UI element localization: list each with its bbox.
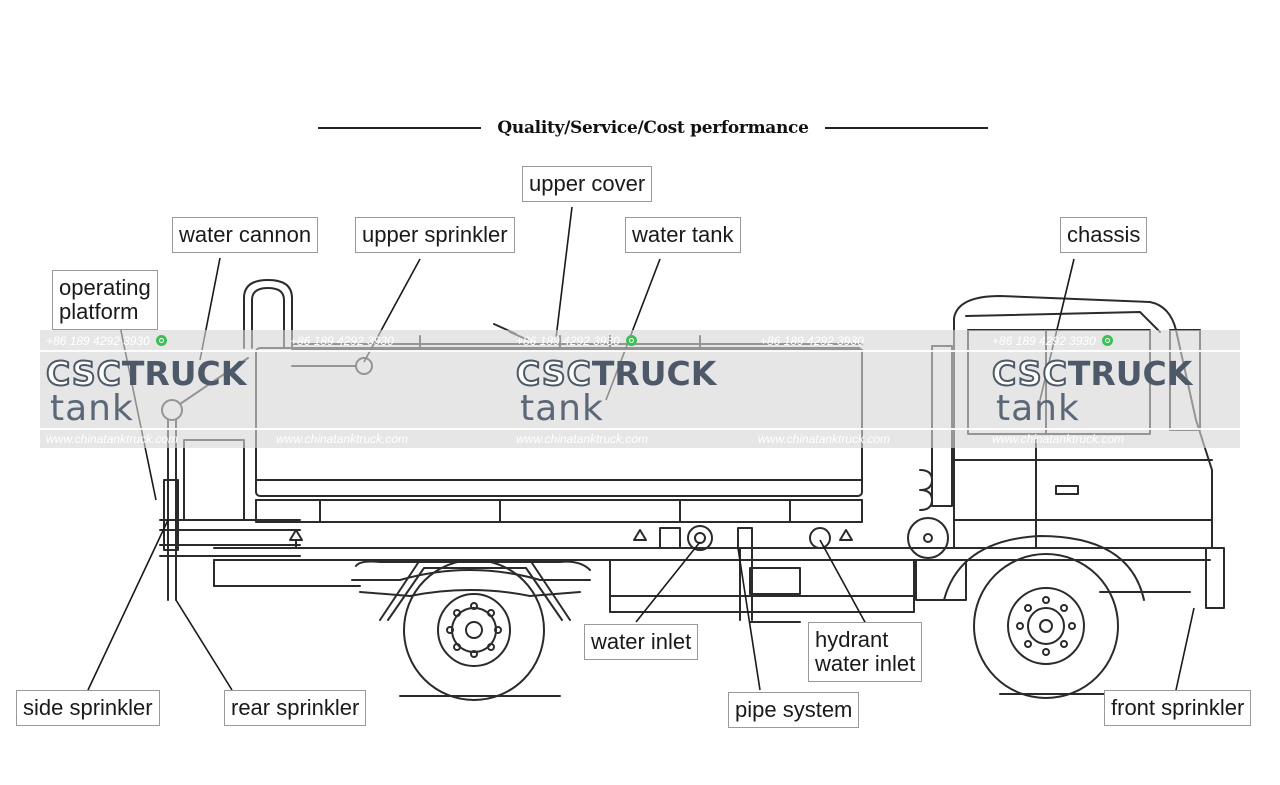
label-front-sprinkler: front sprinkler (1104, 690, 1252, 726)
header-rule-right (824, 127, 988, 129)
header: Quality/Service/Cost performance (318, 112, 988, 144)
watermark-url: www.chinatanktruck.com (758, 432, 891, 446)
watermark-tank: tank (996, 388, 1080, 429)
label-hydrant-water-inlet: hydrant water inlet (808, 622, 923, 682)
watermark-phone: +86 189 4292 3930 (992, 334, 1113, 348)
label-water-cannon: water cannon (172, 217, 319, 253)
label-hydrant-water-inlet-line1: hydrant (815, 627, 889, 652)
pump-and-pipe-drawing (289, 525, 853, 623)
whatsapp-icon (1101, 335, 1113, 346)
watermark-brand: CSCTRUCK (515, 353, 717, 394)
rear-wheel-drawing (403, 559, 545, 701)
watermark-url: www.chinatanktruck.com (276, 432, 409, 446)
label-pipe-system: pipe system (728, 692, 860, 728)
label-operating-platform: operating platform (52, 270, 158, 330)
label-water-tank: water tank (625, 217, 741, 253)
watermark-block-2: +86 189 4292 3930 CSCTRUCK tank www.chin… (510, 330, 910, 448)
watermark-block-1: +86 189 4292 3930 CSCTRUCK tank www.chin… (40, 330, 440, 448)
label-upper-sprinkler: upper sprinkler (355, 217, 515, 253)
whatsapp-icon (155, 335, 167, 346)
whatsapp-icon (625, 335, 637, 346)
watermark-phone: +86 189 4292 3930 (46, 334, 167, 348)
label-upper-cover: upper cover (522, 166, 653, 202)
label-hydrant-water-inlet-line2: water inlet (815, 651, 916, 676)
rear-suspension-drawing (351, 559, 591, 621)
watermark-phone: +86 189 4292 3930 (516, 334, 637, 348)
watermark-brand: CSCTRUCK (45, 353, 247, 394)
watermark-band: +86 189 4292 3930 CSCTRUCK tank www.chin… (40, 330, 1240, 448)
label-rear-sprinkler: rear sprinkler (224, 690, 367, 726)
label-water-inlet: water inlet (584, 624, 699, 660)
watermark-brand: CSCTRUCK (991, 353, 1193, 394)
label-chassis: chassis (1060, 217, 1148, 253)
watermark-url: www.chinatanktruck.com (46, 432, 179, 446)
watermark-strip-bottom (40, 428, 1240, 430)
watermark-url: www.chinatanktruck.com (516, 432, 649, 446)
header-rule-left (318, 127, 482, 129)
label-operating-platform-line1: operating (59, 275, 151, 300)
chassis-frame (213, 547, 1211, 613)
watermark-tank: tank (520, 388, 604, 429)
watermark-url: www.chinatanktruck.com (992, 432, 1125, 446)
header-title: Quality/Service/Cost performance (497, 118, 809, 138)
watermark-phone: +86 189 4292 3930 (760, 334, 864, 348)
watermark-tank: tank (50, 388, 134, 429)
leader-lines (87, 206, 1195, 691)
watermark-phone: +86 189 4292 3930 (290, 334, 394, 348)
watermark-strip-top (40, 350, 1240, 352)
label-operating-platform-line2: platform (59, 299, 139, 324)
operating-platform-drawing (159, 439, 301, 557)
label-side-sprinkler: side sprinkler (16, 690, 160, 726)
watermark-block-3: +86 189 4292 3930 CSCTRUCK tank www.chin… (986, 330, 1240, 448)
